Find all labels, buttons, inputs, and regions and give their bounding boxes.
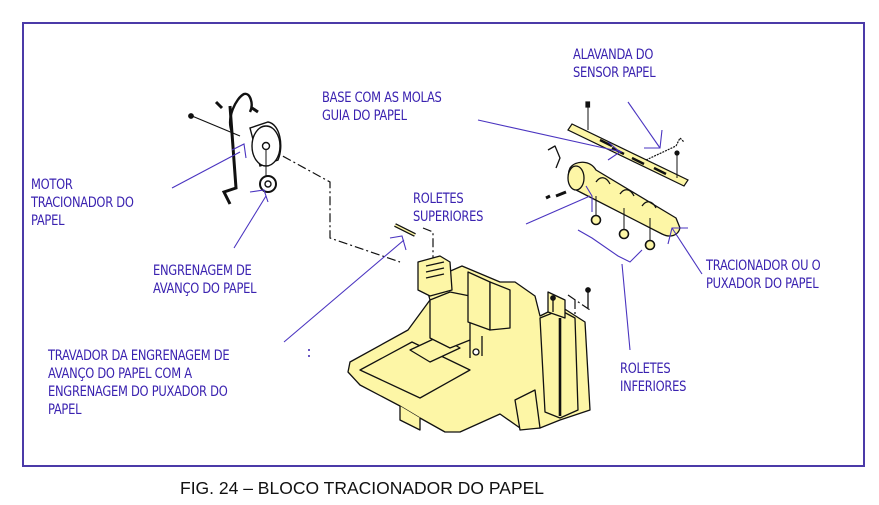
base-center-hole xyxy=(472,348,480,356)
base-tray-floor xyxy=(359,341,471,399)
label-line: SENSOR PAPEL xyxy=(573,65,656,81)
roller-shaft-pin-end xyxy=(545,194,551,200)
label-line: MOTOR xyxy=(31,177,73,193)
leader-alavanca xyxy=(627,101,661,149)
leader-motor-arrow xyxy=(231,143,247,159)
sensor-lever xyxy=(645,136,685,161)
leader-roletes-superiores xyxy=(525,195,591,225)
roller-shaft-collars xyxy=(595,177,657,209)
roller-shaft-pin xyxy=(555,190,567,198)
label-line: PUXADOR DO PAPEL xyxy=(706,276,819,292)
leader-lines xyxy=(171,101,703,351)
label-line: TRAVADOR DA ENGRENAGEM DE xyxy=(48,348,230,364)
travador-part xyxy=(394,223,416,237)
label-line: PAPEL xyxy=(31,213,65,229)
leader-roletes-inferiores xyxy=(621,263,631,351)
label-line: ENGRENAGEM DO PUXADOR DO xyxy=(48,384,228,400)
roller-shaft-part xyxy=(545,145,681,251)
base-back-wall-side xyxy=(489,281,511,331)
leader-base-molas xyxy=(477,119,623,153)
leader-roletes-inferiores-bracket xyxy=(577,229,643,263)
motor-shaft-guide-line xyxy=(267,147,401,263)
leader-travador xyxy=(283,239,405,343)
leader-travador-arrow xyxy=(389,235,407,251)
label-line: ALAVANDA DO xyxy=(573,47,654,63)
label-line: SUPERIORES xyxy=(413,209,484,225)
label-roletes-superiores: ROLETES SUPERIORES xyxy=(413,190,483,226)
travador-guide-line xyxy=(422,227,434,262)
label-line: AVANÇO DO PAPEL xyxy=(153,281,257,297)
figure-frame xyxy=(22,22,865,467)
leader-base-molas-arrow xyxy=(607,141,621,161)
leader-gear-arrow xyxy=(249,189,269,203)
label-line: INFERIORES xyxy=(620,379,687,395)
travador-pin-highlight xyxy=(394,224,416,236)
label-motor-tracionador: MOTOR TRACIONADOR DO PAPEL xyxy=(31,176,134,230)
label-line: TRACIONADOR DO xyxy=(31,195,134,211)
label-line: ROLETES xyxy=(413,191,464,207)
label-line: AVANÇO DO PAPEL COM A xyxy=(48,366,192,382)
lower-roller-2 xyxy=(618,228,630,240)
sensor-lever-screw xyxy=(674,150,680,156)
leader-tracionador-arrow xyxy=(667,227,688,245)
roller-shaft-clip xyxy=(547,145,561,169)
label-line: ROLETES xyxy=(620,361,671,377)
dot-1 xyxy=(308,349,310,351)
base-front-foot xyxy=(399,406,421,431)
roller-shaft-end-gear xyxy=(567,165,585,191)
leader-alavanca-arrow xyxy=(644,129,663,149)
motor-cable xyxy=(229,92,253,133)
leader-gear xyxy=(233,195,267,249)
label-alavanca-sensor: ALAVANDA DO SENSOR PAPEL xyxy=(573,46,656,82)
label-travador: TRAVADOR DA ENGRENAGEM DE AVANÇO DO PAPE… xyxy=(48,347,230,419)
screw-guide-line-2 xyxy=(567,294,591,311)
motor-screw-axis xyxy=(191,115,241,137)
leader-roletes-superiores-arrow xyxy=(585,185,593,212)
base-center-posts xyxy=(469,336,483,358)
figure-caption: FIG. 24 – BLOCO TRACIONADOR DO PAPEL xyxy=(180,478,545,498)
motor-part xyxy=(188,92,282,205)
base-part xyxy=(347,255,591,433)
base-rib-wall xyxy=(429,291,471,349)
dot-2 xyxy=(308,355,310,357)
label-engrenagem-avanco: ENGRENAGEM DE AVANÇO DO PAPEL xyxy=(153,262,257,298)
label-roletes-inferiores: ROLETES INFERIORES xyxy=(620,360,686,396)
screw-head-1 xyxy=(550,295,556,301)
leader-motor xyxy=(171,151,241,189)
advance-gear-hub xyxy=(264,180,272,188)
spring-base-screw xyxy=(585,101,591,108)
label-line: TRACIONADOR OU O xyxy=(706,258,821,274)
lower-roller-3 xyxy=(644,239,656,251)
lower-roller-1 xyxy=(590,214,602,226)
screw-head-2 xyxy=(585,287,591,293)
base-front-clip xyxy=(514,389,541,431)
cable-connector-2 xyxy=(251,106,259,114)
dotted-marker xyxy=(308,349,310,357)
label-tracionador-puxador: TRACIONADOR OU O PUXADOR DO PAPEL xyxy=(706,257,821,293)
leader-tracionador xyxy=(671,227,703,275)
label-line: ENGRENAGEM DE xyxy=(153,263,252,279)
label-line: PAPEL xyxy=(48,402,82,418)
motor-wire xyxy=(221,105,238,205)
cable-connector xyxy=(214,100,224,110)
label-line: BASE COM AS MOLAS xyxy=(322,90,442,106)
label-base-molas: BASE COM AS MOLAS GUIA DO PAPEL xyxy=(322,89,442,125)
label-line: GUIA DO PAPEL xyxy=(322,108,407,124)
base-back-wall xyxy=(467,271,491,331)
motor-shaft xyxy=(261,141,271,151)
motor-screw xyxy=(188,113,194,119)
base-gear-tower-ribs xyxy=(425,261,445,279)
